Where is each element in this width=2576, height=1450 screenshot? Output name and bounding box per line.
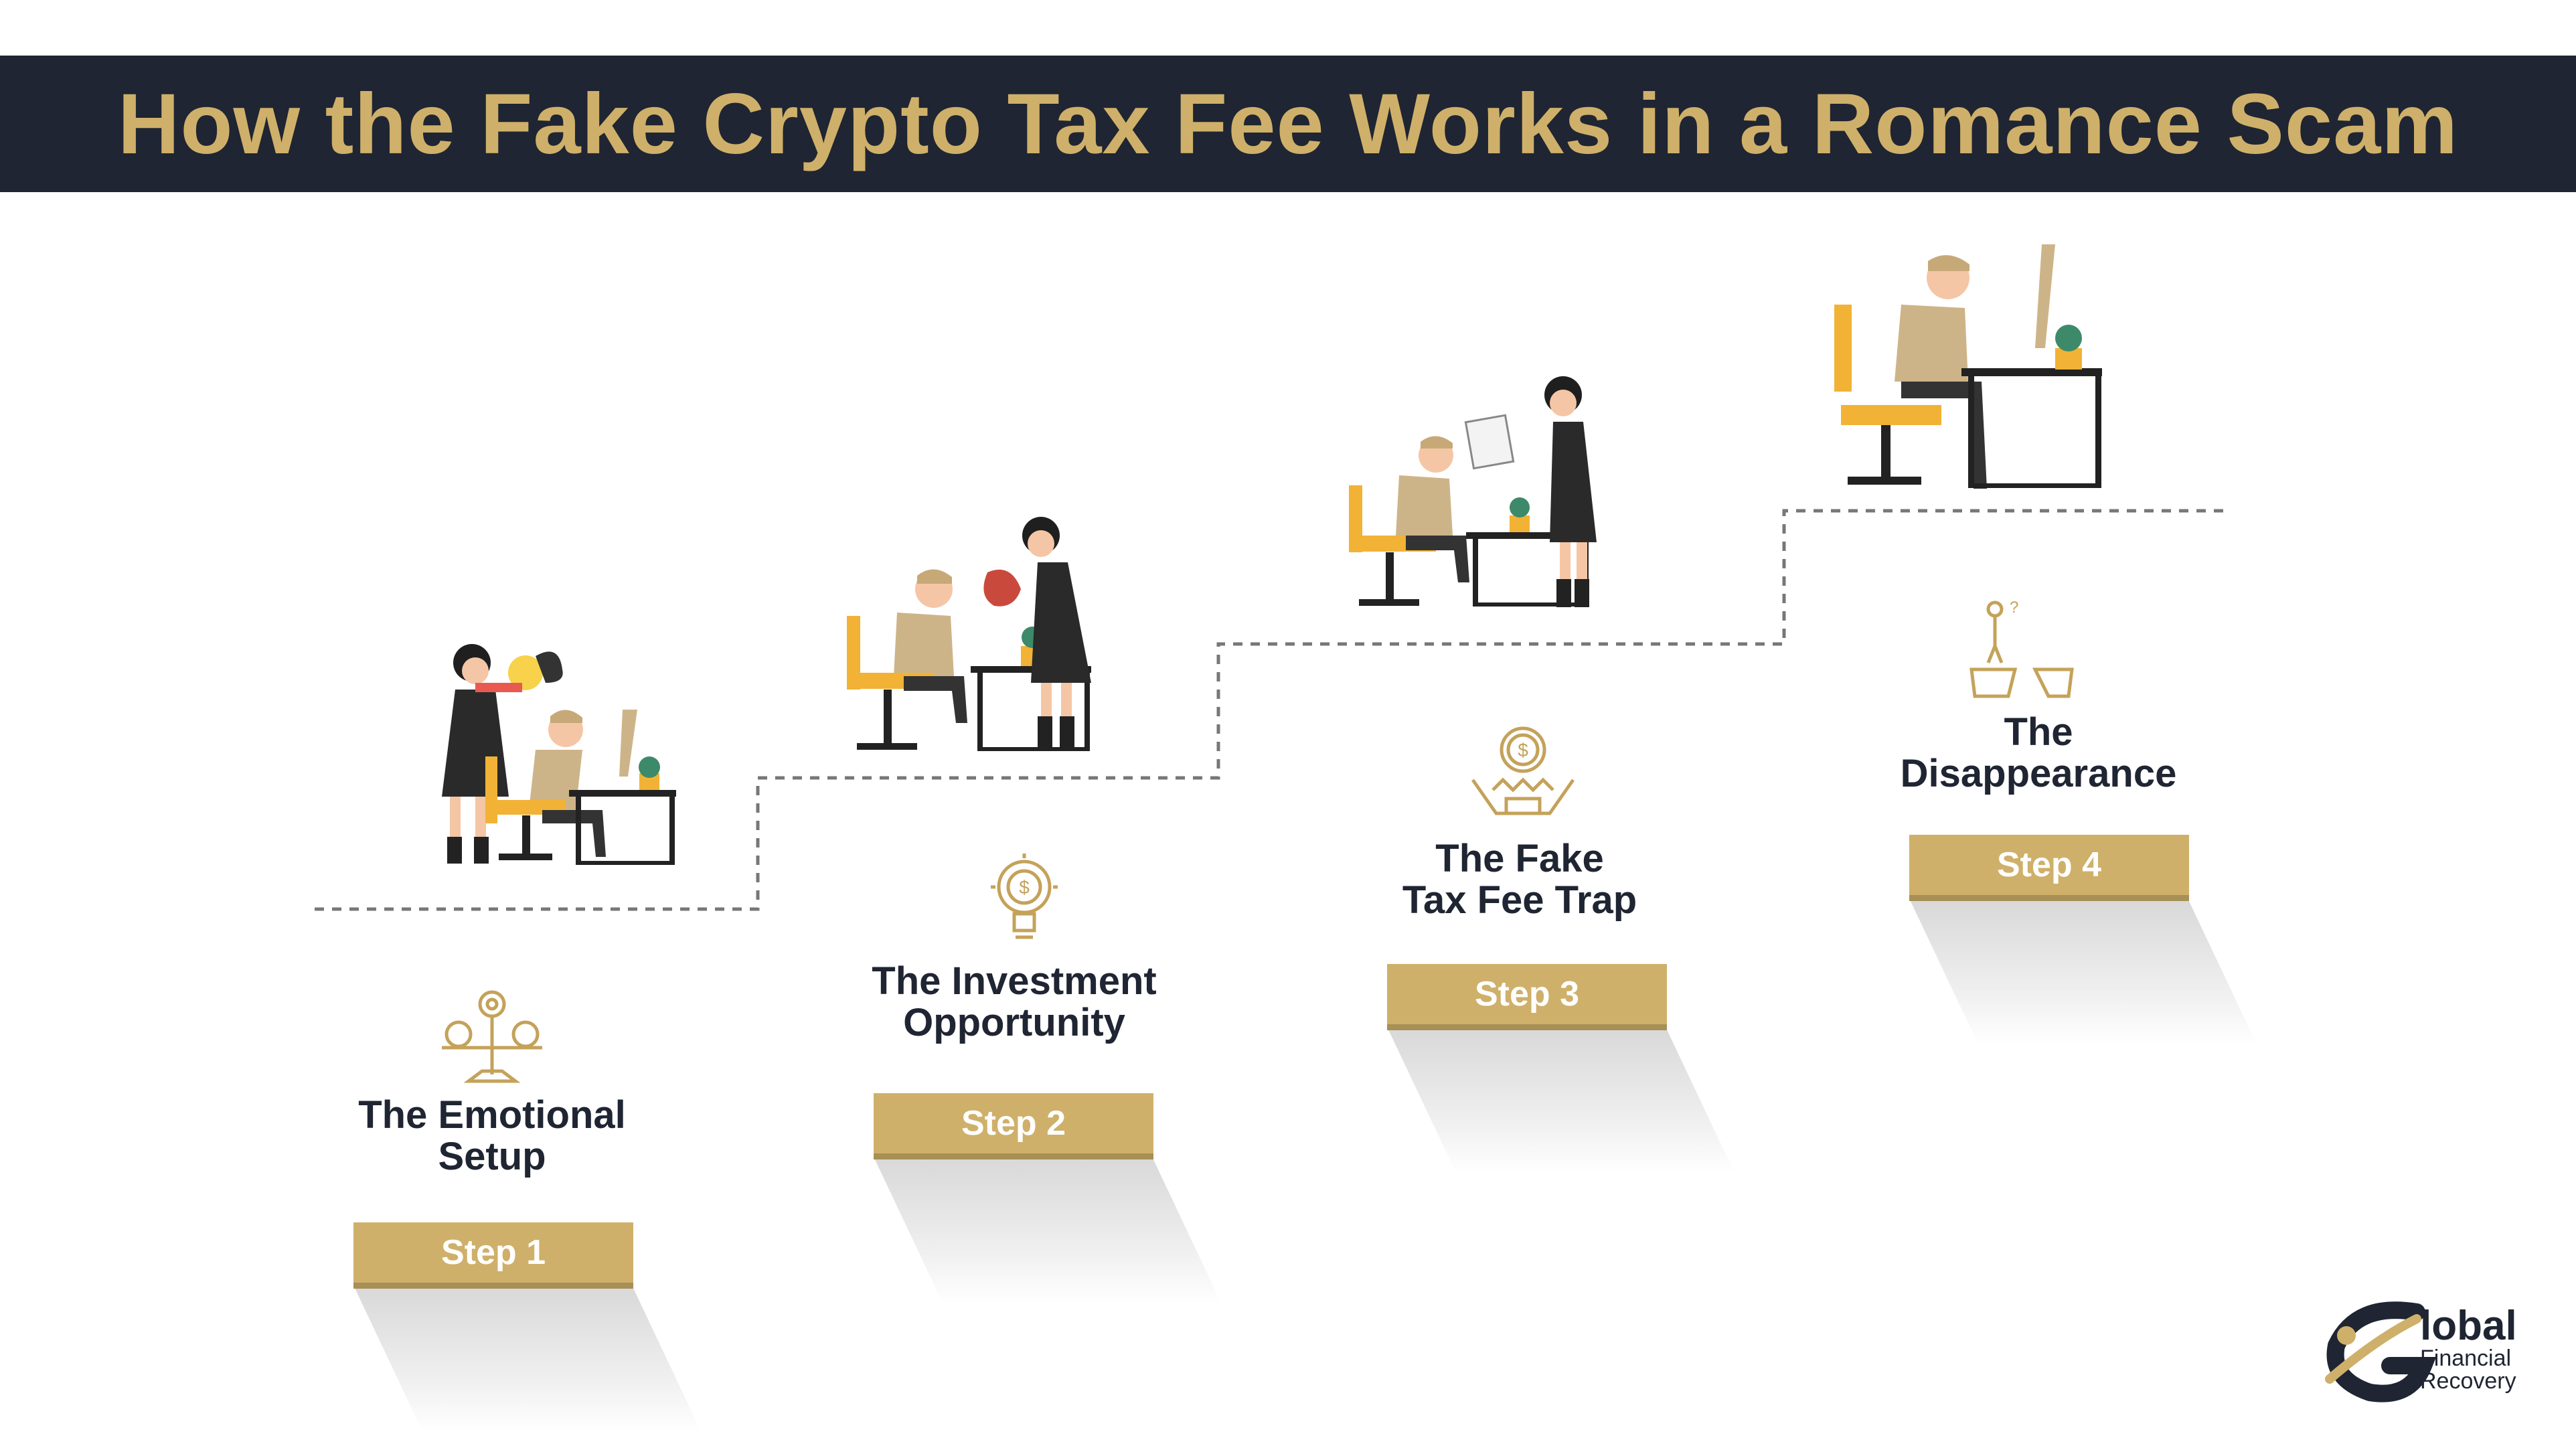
scene-fake-tax-fee-illustration [1349,376,1597,607]
step-4-title: The Disappearance [1900,710,2177,795]
step-1-shadow [353,1285,702,1433]
page-title: How the Fake Crypto Tax Fee Works in a R… [117,76,2459,172]
step-2-badge: Step 2 [874,1093,1153,1159]
step-3-shadow [1387,1027,1735,1174]
step-1-title: The Emotional Setup [358,1093,626,1178]
scene-disappearance-illustration [1834,244,2102,489]
emotion-balance-icon [442,990,542,1083]
step-1-badge: Step 1 [353,1222,633,1289]
step-3-title: The Fake Tax Fee Trap [1402,837,1637,922]
global-financial-recovery-logo-icon [2325,1301,2437,1402]
svg-text:?: ? [2010,598,2018,617]
money-trap-icon: $ [1471,726,1575,815]
idea-dollar-bulb-icon: $ [991,854,1058,939]
title-banner: How the Fake Crypto Tax Fee Works in a R… [0,56,2576,192]
step-3-badge: Step 3 [1387,964,1667,1030]
logo-text: lobal Financial Recovery [2420,1303,2517,1394]
scene-investment-opportunity-illustration [847,517,1091,751]
scene-emotional-setup-illustration [442,644,676,865]
cliff-gap-icon: ? [1969,598,2074,698]
step-4-shadow [1909,898,2257,1046]
step-4-badge: Step 4 [1909,835,2189,901]
svg-text:$: $ [1019,877,1030,898]
step-2-title: The Investment Opportunity [872,959,1157,1044]
svg-text:$: $ [1518,740,1528,760]
